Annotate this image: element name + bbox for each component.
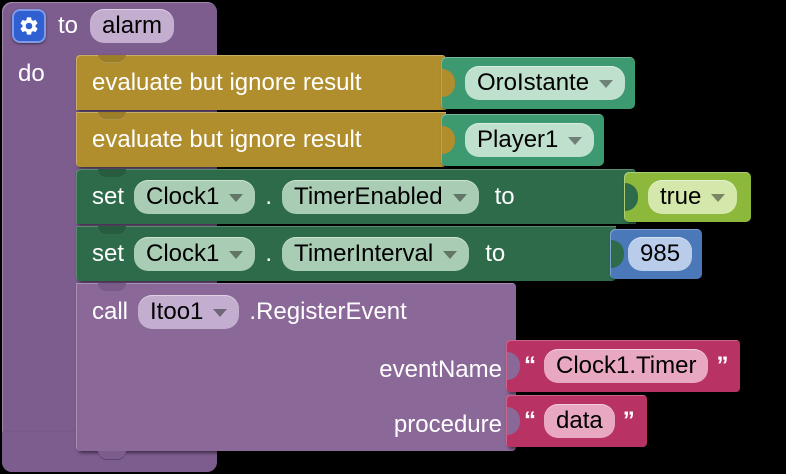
text-value-text: Clock1.Timer: [556, 352, 697, 379]
procedure-name-field[interactable]: alarm: [90, 9, 175, 43]
call-component-dropdown[interactable]: Itoo1: [138, 295, 240, 329]
plug-notch: [625, 183, 638, 211]
set-property-dropdown[interactable]: TimerEnabled: [282, 179, 479, 214]
text-value-text: data: [556, 407, 603, 434]
statement-evaluate-1[interactable]: evaluate but ignore result OroIstante: [76, 55, 636, 110]
text-string-block[interactable]: “ Clock1.Timer ”: [506, 340, 741, 392]
text-value-field[interactable]: data: [544, 404, 615, 438]
text-value-field[interactable]: Clock1.Timer: [544, 349, 709, 383]
component-getter-block[interactable]: OroIstante: [441, 57, 636, 109]
text-string-block-wrap-2[interactable]: “ data ”: [506, 395, 647, 447]
stack-bottom-notch: [98, 451, 126, 460]
plug-notch: [442, 126, 455, 154]
text-string-block-wrap-1[interactable]: “ Clock1.Timer ”: [506, 340, 741, 392]
chevron-down-icon[interactable]: [568, 137, 583, 145]
plug-notch: [507, 407, 520, 435]
number-value-field[interactable]: 985: [628, 237, 693, 271]
close-quote-icon: ”: [622, 407, 635, 434]
statement-call-registerevent[interactable]: call Itoo1 .RegisterEvent eventName proc…: [76, 283, 741, 451]
close-quote-icon: ”: [716, 352, 729, 379]
set-to-label: to: [485, 239, 506, 267]
plug-notch: [611, 240, 624, 268]
gear-icon[interactable]: [12, 9, 46, 43]
evaluate-but-ignore-block[interactable]: evaluate but ignore result: [76, 112, 446, 167]
chevron-down-icon[interactable]: [229, 193, 244, 202]
logic-value-text: true: [660, 183, 702, 210]
statement-set-timerenabled[interactable]: set Clock1 . TimerEnabled to true: [76, 169, 752, 224]
chevron-down-icon[interactable]: [443, 250, 458, 259]
chevron-down-icon[interactable]: [213, 309, 228, 317]
set-property-text: TimerEnabled: [294, 182, 443, 210]
procedure-to-label: to: [58, 12, 79, 39]
open-quote-icon: “: [524, 407, 536, 434]
plug-notch: [442, 69, 455, 97]
procedure-name-text: alarm: [102, 12, 163, 39]
call-method-block[interactable]: call Itoo1 .RegisterEvent eventName proc…: [76, 283, 516, 451]
component-getter-block[interactable]: Player1: [441, 114, 605, 166]
set-label: set: [92, 239, 125, 267]
set-to-label: to: [494, 182, 515, 210]
component-dropdown-field[interactable]: OroIstante: [465, 66, 626, 100]
set-component-text: Clock1: [146, 182, 220, 210]
arg-label-procedure: procedure: [393, 411, 502, 438]
set-property-block[interactable]: set Clock1 . TimerInterval to: [76, 226, 616, 281]
call-label: call: [92, 298, 129, 325]
chevron-down-icon[interactable]: [711, 194, 726, 202]
number-value-text: 985: [640, 240, 681, 267]
call-method-label: .RegisterEvent: [249, 298, 407, 325]
set-component-dropdown[interactable]: Clock1: [134, 179, 256, 214]
chevron-down-icon[interactable]: [229, 250, 244, 259]
call-header-line: call Itoo1 .RegisterEvent: [92, 295, 407, 329]
dot-separator: .: [265, 239, 273, 267]
evaluate-but-ignore-block[interactable]: evaluate but ignore result: [76, 55, 446, 110]
set-component-dropdown[interactable]: Clock1: [134, 236, 256, 271]
component-name-text: Player1: [477, 126, 559, 153]
component-getter-2[interactable]: Player1: [441, 114, 605, 166]
statement-evaluate-2[interactable]: evaluate but ignore result Player1: [76, 112, 605, 167]
evaluate-label: evaluate but ignore result: [92, 125, 362, 153]
evaluate-label: evaluate but ignore result: [92, 68, 362, 96]
chevron-down-icon[interactable]: [452, 193, 467, 202]
text-string-block[interactable]: “ data ”: [506, 395, 647, 447]
math-number-block[interactable]: 985: [610, 229, 703, 279]
call-component-text: Itoo1: [150, 298, 204, 325]
set-component-text: Clock1: [146, 239, 220, 267]
arg-label-eventname: eventName: [379, 356, 502, 383]
set-property-text: TimerInterval: [294, 239, 434, 267]
component-getter-1[interactable]: OroIstante: [441, 57, 636, 109]
procedure-header: to alarm: [12, 9, 175, 43]
set-property-block[interactable]: set Clock1 . TimerEnabled to: [76, 169, 636, 224]
component-dropdown-field[interactable]: Player1: [465, 123, 595, 157]
plug-notch: [507, 352, 520, 380]
math-number-block-wrap[interactable]: 985: [610, 229, 703, 279]
arg-row-procedure: procedure: [394, 411, 502, 439]
procedure-do-label: do: [18, 60, 45, 87]
component-name-text: OroIstante: [477, 69, 590, 96]
open-quote-icon: “: [524, 352, 536, 379]
set-property-dropdown[interactable]: TimerInterval: [282, 236, 470, 271]
chevron-down-icon[interactable]: [599, 80, 614, 88]
logic-value-dropdown[interactable]: true: [648, 180, 738, 214]
arg-row-eventname: eventName: [379, 356, 502, 384]
set-label: set: [92, 182, 125, 210]
logic-boolean-block[interactable]: true: [624, 172, 752, 222]
dot-separator: .: [265, 182, 273, 210]
statement-set-timerinterval[interactable]: set Clock1 . TimerInterval to 985: [76, 226, 703, 281]
logic-true-block-wrap[interactable]: true: [624, 172, 752, 222]
